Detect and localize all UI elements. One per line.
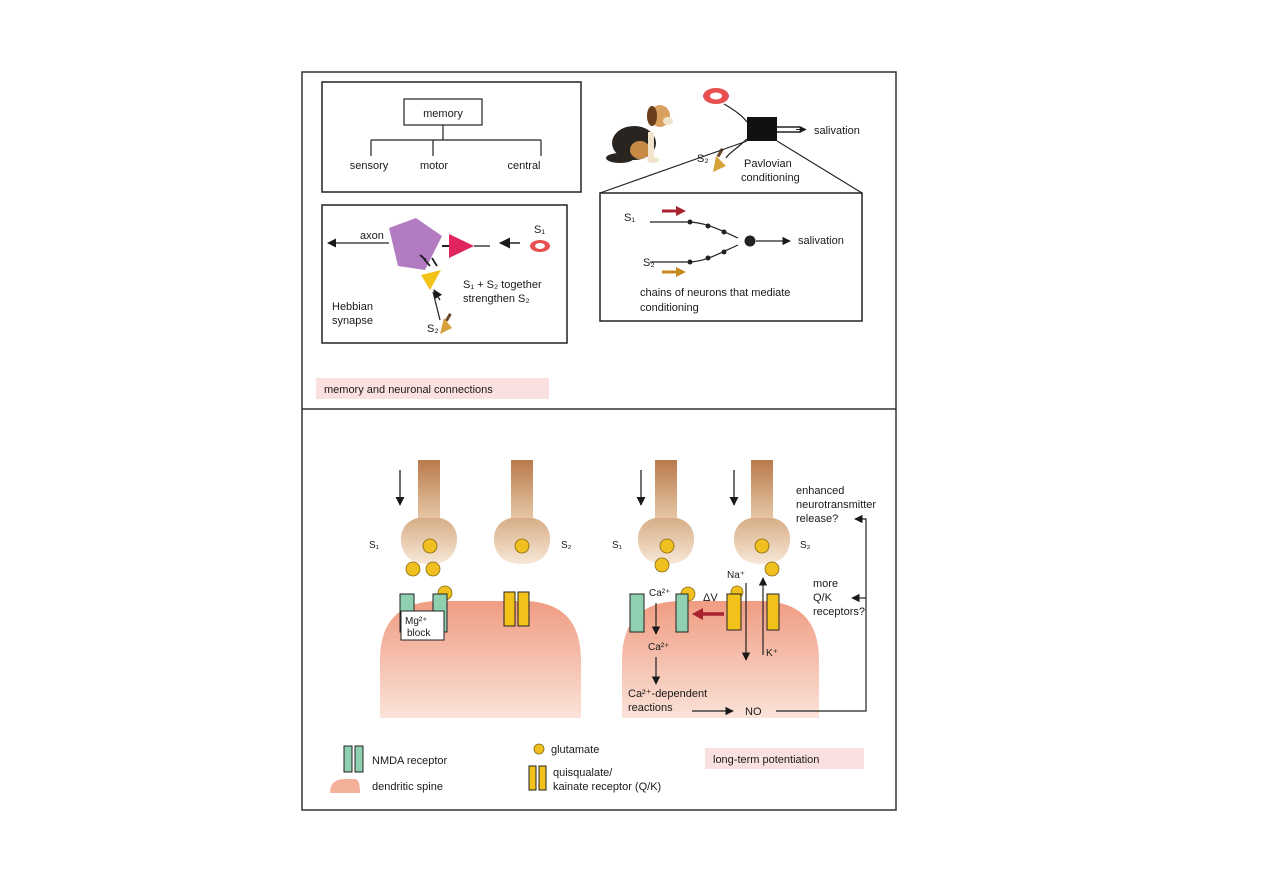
ca-dependent-line2: reactions	[628, 702, 673, 714]
axon-label: axon	[360, 230, 384, 242]
legend: NMDA receptor dendritic spine glutamate …	[330, 743, 864, 793]
hebbian-s2-label: S₂	[427, 323, 439, 335]
glutamate-vesicles	[405, 538, 780, 602]
s2-terminal-triangle	[421, 270, 441, 290]
chain-salivation-label: salivation	[798, 235, 844, 247]
chain-s2-label: S₂	[643, 257, 655, 269]
meat-icon	[530, 240, 550, 252]
legend-glutamate-label: glutamate	[551, 744, 599, 756]
pavlovian-diagram: salivation S₂ Pavlovian conditioning	[599, 88, 863, 194]
pavlovian-label-line2: conditioning	[741, 172, 800, 184]
hebbian-synapse-box: axon S₁ S₁ + S₂ together strengthen S₂ H…	[321, 204, 568, 344]
pavlovian-label-line1: Pavlovian	[744, 158, 792, 170]
mg-block-line1: Mg²⁺	[405, 616, 428, 627]
meat-icon	[703, 88, 729, 104]
hebbian-together-line1: S₁ + S₂ together	[463, 279, 542, 291]
figure-frame	[301, 71, 897, 811]
legend-spine-icon	[330, 779, 360, 793]
pavlovian-salivation-label: salivation	[814, 125, 860, 137]
legend-nmda-label: NMDA receptor	[372, 755, 448, 767]
ca-dependent-line1: Ca²⁺-dependent	[628, 688, 707, 700]
enhanced-line3: release?	[796, 513, 838, 525]
conditioning-node	[747, 117, 777, 141]
legend-qk-line2: kainate receptor (Q/K)	[553, 781, 661, 793]
ca-mid-label: Ca²⁺	[648, 642, 669, 653]
mg-block-line2: block	[407, 628, 431, 639]
ltp-signaling: Ca²⁺ Ca²⁺ ΔV Na⁺ K⁺ Ca²⁺-dependent react…	[628, 485, 876, 718]
chain-caption-line1: chains of neurons that mediate	[640, 287, 790, 299]
hebbian-label-line2: synapse	[332, 315, 373, 327]
right-s2-label: S₂	[800, 540, 811, 551]
k-label: K⁺	[766, 648, 778, 659]
hebbian-together-line2: strengthen S₂	[463, 293, 530, 305]
right-s1-label: S₁	[612, 540, 623, 551]
synapse-dots	[687, 219, 756, 265]
right-receptors	[629, 593, 780, 633]
dog-icon	[606, 105, 673, 163]
bell-icon	[713, 148, 726, 172]
right-dendritic-spine	[622, 601, 819, 718]
input-arrows	[395, 470, 739, 506]
chain-caption-line2: conditioning	[640, 302, 699, 314]
legend-nmda-icon	[343, 745, 364, 773]
delta-v-label: ΔV	[703, 592, 718, 604]
s1-terminal-triangle	[449, 234, 474, 258]
memory-tree: memory sensory motor central	[321, 81, 582, 193]
hebbian-label-line1: Hebbian	[332, 301, 373, 313]
top-panel-tag: memory and neuronal connections	[316, 378, 549, 399]
memory-child-central: central	[507, 160, 540, 172]
legend-panel-tag: long-term potentiation	[713, 754, 819, 766]
memory-child-motor: motor	[420, 160, 448, 172]
legend-glutamate-icon	[533, 743, 545, 755]
more-line2: Q/K	[813, 592, 833, 604]
bell-icon	[440, 313, 452, 334]
hebbian-s1-label: S₁	[534, 224, 545, 236]
memory-root-label: memory	[423, 108, 463, 120]
memory-child-sensory: sensory	[350, 160, 389, 172]
enhanced-line1: enhanced	[796, 485, 844, 497]
left-s1-label: S₁	[369, 540, 380, 551]
na-label: Na⁺	[727, 570, 745, 581]
legend-spine-label: dendritic spine	[372, 781, 443, 793]
chain-s1-label: S₁	[624, 212, 635, 224]
presynaptic-terminals	[400, 460, 791, 564]
legend-qk-icon	[528, 765, 547, 791]
top-panel-tag-label: memory and neuronal connections	[324, 384, 493, 396]
postsynaptic-neuron-pentagon	[389, 218, 442, 270]
pavlovian-s2-label: S₂	[697, 153, 709, 165]
left-receptors: Mg²⁺ block	[399, 591, 530, 641]
legend-qk-line1: quisqualate/	[553, 767, 613, 779]
more-line3: receptors?	[813, 606, 865, 618]
ca-top-label: Ca²⁺	[649, 588, 670, 599]
more-line1: more	[813, 578, 838, 590]
no-label: NO	[745, 706, 762, 718]
left-s2-label: S₂	[561, 540, 572, 551]
neuron-chain-box: S₁ S₂ salivation chains of neurons that …	[599, 192, 863, 322]
enhanced-line2: neurotransmitter	[796, 499, 876, 511]
